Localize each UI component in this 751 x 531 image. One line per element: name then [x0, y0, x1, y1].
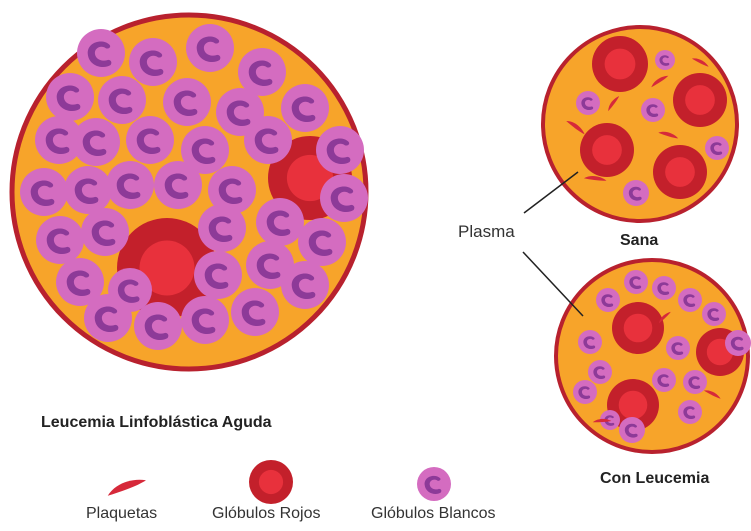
leukemia-large-circle: [12, 15, 368, 369]
legend-red-cells-label: Glóbulos Rojos: [212, 505, 321, 523]
leukemia-label: Con Leucemia: [600, 470, 709, 488]
leukemia-small-circle: [556, 260, 751, 452]
legend-platelets-label: Plaquetas: [86, 505, 157, 523]
red-cell-legend-icon: [249, 460, 293, 504]
white-cell-legend-icon: [417, 467, 451, 501]
legend-white-cells-label: Glóbulos Blancos: [371, 505, 496, 523]
healthy-label: Sana: [620, 232, 658, 250]
platelet-legend-icon: [106, 478, 147, 495]
main-title: Leucemia Linfoblástica Aguda: [41, 414, 272, 432]
plasma-label: Plasma: [458, 222, 515, 242]
healthy-circle: [543, 27, 737, 221]
plasma-pointer-leukemia: [523, 252, 583, 316]
